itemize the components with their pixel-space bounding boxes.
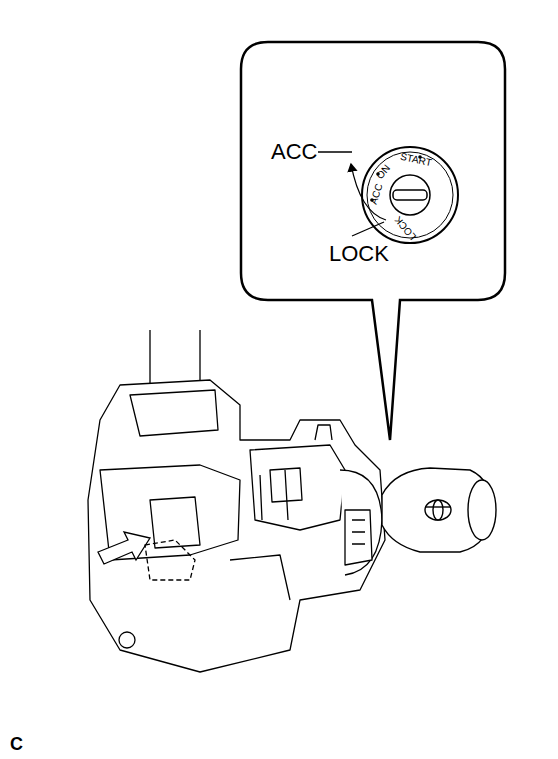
callout-bubble: ACCLOCKACCONSTARTLOCK: [241, 42, 505, 300]
callout-label: LOCK: [329, 243, 389, 265]
ignition-dial: ACCON START LOCK: [362, 147, 458, 243]
dial-position: START: [399, 152, 432, 168]
key-slot: [393, 190, 427, 200]
push-arrow: [98, 532, 150, 564]
dial-position: LOCK: [393, 214, 418, 241]
steering-lock-assembly: [88, 330, 385, 672]
callout-bubble: [241, 42, 505, 440]
ignition-key: [382, 468, 496, 552]
figure-code: C: [10, 735, 23, 753]
dial-position: ACC: [369, 182, 385, 205]
dial-position: ON: [375, 163, 392, 181]
callout-label: ACC: [271, 141, 317, 163]
lock-release-pin: [145, 540, 195, 580]
key-cylinder: [362, 147, 458, 243]
